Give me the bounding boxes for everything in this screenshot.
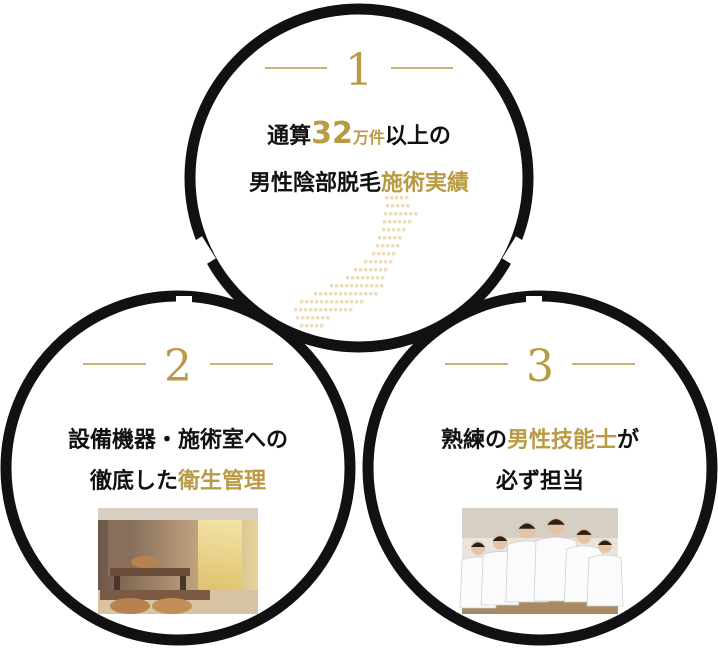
circle-1-number: 1 <box>345 45 373 96</box>
circle-1-ring <box>184 3 534 353</box>
circle-3-line-2: 必ず担当 <box>496 468 584 494</box>
circle-2-number: 2 <box>164 341 192 392</box>
circle-2-line-2: 徹底した衛生管理 <box>89 468 266 494</box>
japan-map-icon <box>294 196 418 328</box>
circle-2-line-1: 設備機器・施術室への <box>68 427 288 453</box>
circle-3-number: 3 <box>526 341 554 392</box>
circle-3-line-1: 熟練の男性技能士が <box>441 427 639 453</box>
circle-1-line-2: 男性陰部脱毛施術実績 <box>249 170 469 196</box>
treatment-room-photo <box>98 508 258 614</box>
circle-1-line-1: 通算32万件以上の <box>267 116 451 151</box>
staff-photo <box>459 508 624 614</box>
